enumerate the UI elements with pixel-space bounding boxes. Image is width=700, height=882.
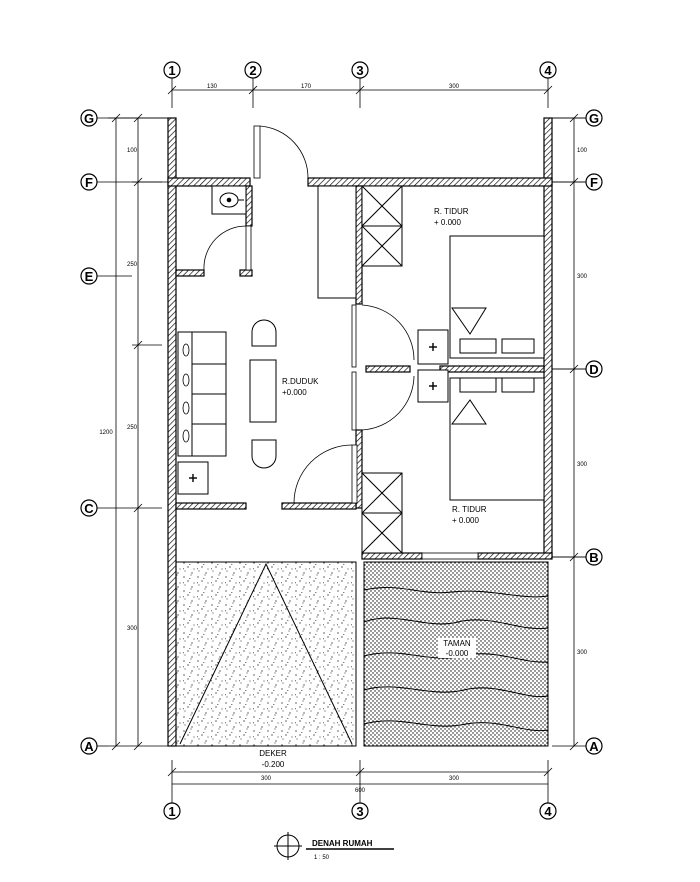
grid-label-right-d: D — [589, 362, 598, 377]
drawing-title: DENAH RUMAH — [312, 839, 373, 848]
dim-right-3: 300 — [577, 462, 588, 468]
bedroom-2-name: R. TIDUR — [452, 505, 487, 514]
grid-label-bottom-1: 1 — [168, 804, 175, 819]
grid-label-left-e: E — [85, 269, 94, 284]
living-room-name: R.DUDUK — [282, 377, 319, 386]
grid-bubbles — [80, 61, 603, 820]
carport-area — [175, 561, 357, 747]
furniture — [177, 185, 545, 554]
dim-left-2: 250 — [127, 262, 138, 268]
dimension-lines — [108, 84, 590, 790]
grid-label-left-c: C — [84, 501, 94, 516]
carport-name: DEKER — [259, 749, 287, 758]
grid-label-right-a: A — [589, 739, 599, 754]
drawing-scale: 1 : 50 — [314, 855, 330, 861]
carport-level: -0.200 — [262, 760, 285, 769]
dim-left-1: 100 — [127, 148, 138, 154]
lamp-symbols — [189, 197, 437, 482]
grid-label-left-a: A — [84, 739, 94, 754]
doors — [203, 125, 479, 560]
dim-right-2: 300 — [577, 274, 588, 280]
dim-top-1: 130 — [207, 84, 218, 90]
north-symbol — [274, 832, 394, 860]
cushion-marks — [182, 343, 190, 443]
grid-label-right-b: B — [589, 550, 598, 565]
dim-top-2: 170 — [301, 84, 312, 90]
grid-axis-lines — [97, 78, 590, 803]
bedroom-2-level: + 0.000 — [452, 516, 479, 525]
grid-label-left-f: F — [85, 175, 93, 190]
grid-label-bottom-3: 3 — [356, 804, 363, 819]
grid-label-bottom-4: 4 — [544, 804, 552, 819]
bedroom-1-level: + 0.000 — [434, 218, 461, 227]
dim-left-total: 1200 — [99, 430, 113, 436]
dim-left-3: 250 — [127, 425, 138, 431]
garden-name: TAMAN — [443, 639, 471, 648]
dim-bottom-1: 300 — [261, 776, 272, 782]
dim-right-4: 300 — [577, 650, 588, 656]
grid-label-right-g: G — [589, 111, 599, 126]
living-room-level: +0.000 — [282, 388, 307, 397]
grid-label-top-2: 2 — [249, 63, 256, 78]
dim-bottom-2: 300 — [449, 776, 460, 782]
grid-label-top-1: 1 — [168, 63, 175, 78]
grid-label-left-g: G — [84, 111, 94, 126]
dim-right-1: 100 — [577, 148, 588, 154]
garden-level: -0.000 — [446, 649, 469, 658]
bedroom-1-name: R. TIDUR — [434, 207, 469, 216]
dim-left-4: 300 — [127, 626, 138, 632]
grid-label-top-4: 4 — [544, 63, 552, 78]
grid-label-top-3: 3 — [356, 63, 363, 78]
garden-area — [363, 561, 549, 747]
grid-label-right-f: F — [590, 175, 598, 190]
dim-top-3: 300 — [449, 84, 460, 90]
